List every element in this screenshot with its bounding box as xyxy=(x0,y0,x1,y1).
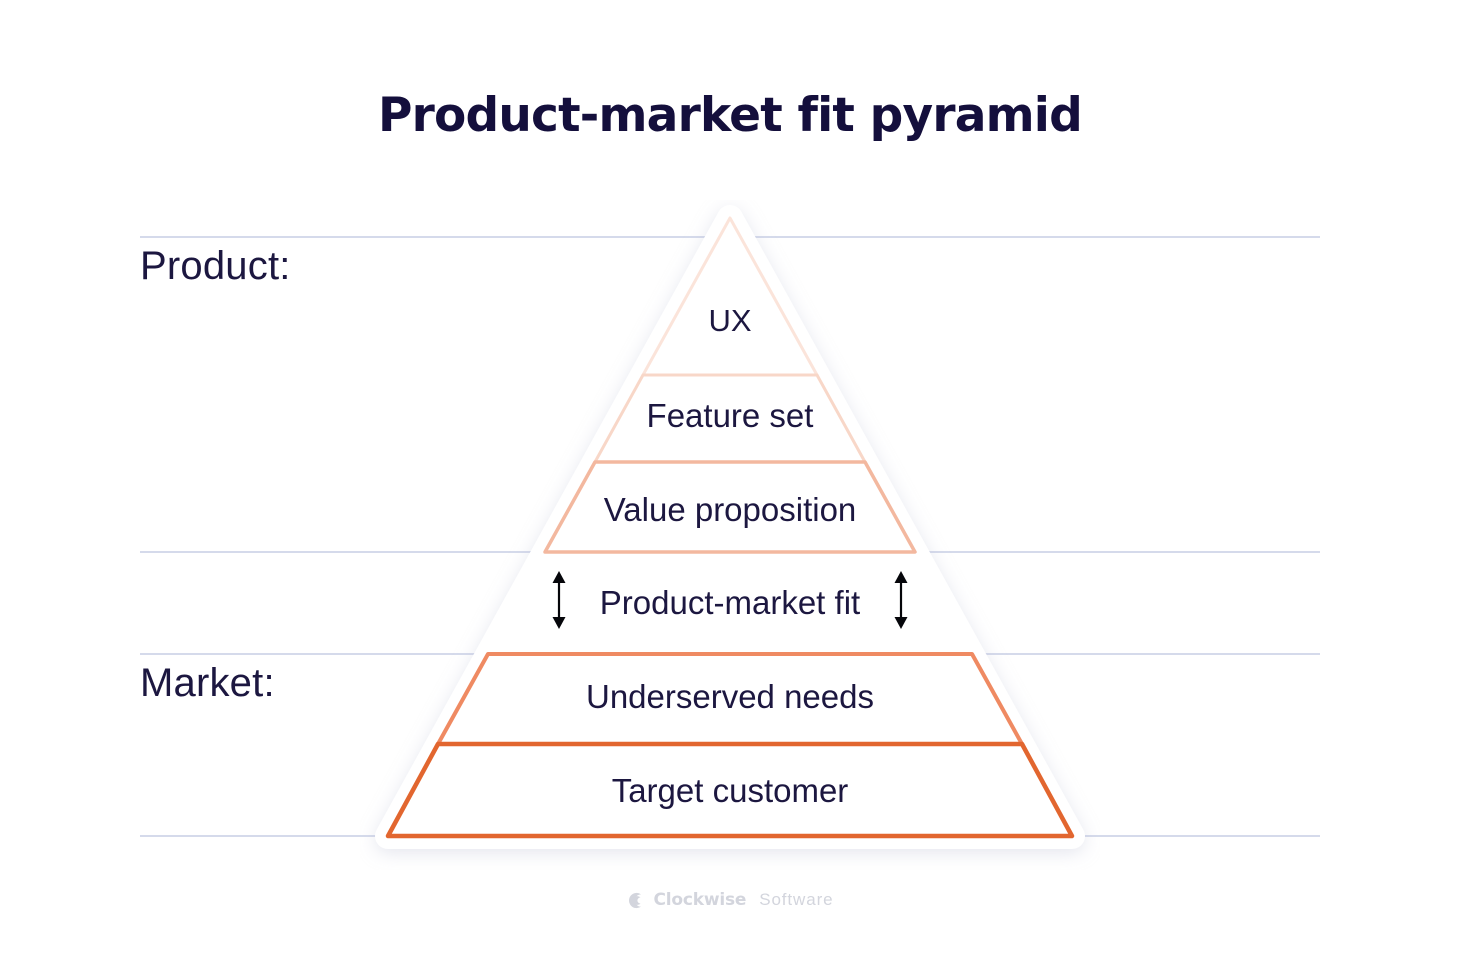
brand-name-light: Software xyxy=(759,890,834,909)
brand-name-bold: Clockwise xyxy=(653,890,747,910)
pyramid-band-value-proposition[interactable] xyxy=(543,460,917,554)
section-label-product: Product: xyxy=(140,244,291,288)
band-label-product-market-fit: Product-market fit xyxy=(599,584,861,621)
footer-brand[interactable]: Clockwise Software xyxy=(0,890,1460,910)
double-arrow-left-icon xyxy=(552,571,566,629)
band-label-ux: UX xyxy=(708,303,752,338)
clockwise-crescent-icon xyxy=(629,892,642,908)
section-label-market: Market: xyxy=(140,661,275,705)
pyramid-graphic xyxy=(360,200,1100,870)
band-label-target-customer: Target customer xyxy=(611,772,849,809)
band-label-feature-set: Feature set xyxy=(646,397,814,434)
band-label-underserved-needs: Underserved needs xyxy=(585,678,874,715)
pyramid-band-target-customer[interactable] xyxy=(385,741,1075,839)
page-title: Product-market fit pyramid xyxy=(378,88,1083,143)
double-arrow-right-icon xyxy=(894,571,908,629)
band-label-value-proposition: Value proposition xyxy=(603,491,857,528)
pyramid-svg xyxy=(375,205,1085,849)
